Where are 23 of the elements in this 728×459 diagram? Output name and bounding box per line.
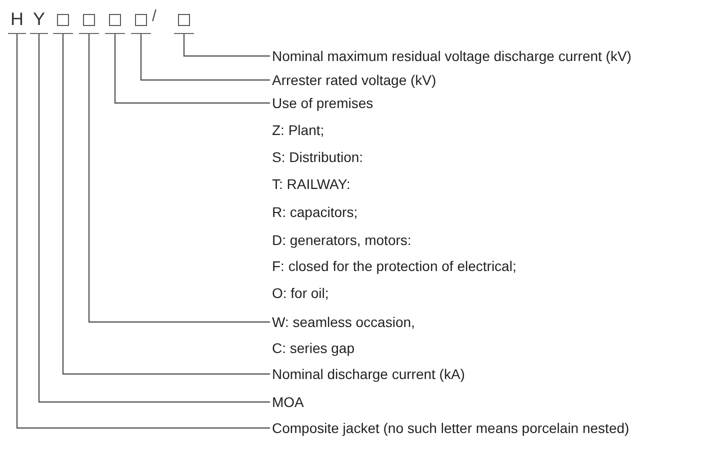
code-letter: Y <box>30 8 48 34</box>
option-text: R: capacitors; <box>272 203 358 221</box>
description-text: MOA <box>272 393 304 411</box>
option-text: C: series gap <box>272 339 354 357</box>
option-text: T: RAILWAY: <box>272 175 350 193</box>
code-letter: H <box>8 8 26 34</box>
description-text: Nominal maximum residual voltage discharge current (kV) <box>272 47 632 65</box>
option-text: O: for oil; <box>272 284 329 302</box>
leader-line <box>114 34 270 104</box>
option-text: Z: Plant; <box>272 121 324 139</box>
description-text: Composite jacket (no such letter means porcelain nested) <box>272 419 630 437</box>
description-text: Arrester rated voltage (kV) <box>272 71 436 89</box>
separator-slash: / <box>152 7 156 27</box>
option-text: F: closed for the protection of electrical; <box>272 257 516 275</box>
leader-line <box>183 34 270 57</box>
leader-line <box>88 34 270 323</box>
leader-line <box>140 34 270 81</box>
option-text: S: Distribution: <box>272 148 364 166</box>
description-text: Nominal discharge current (kA) <box>272 365 465 383</box>
option-text: D: generators, motors: <box>272 231 412 249</box>
description-text: Use of premises <box>272 94 374 112</box>
leader-line <box>62 34 270 375</box>
description-text: W: seamless occasion, <box>272 313 415 331</box>
